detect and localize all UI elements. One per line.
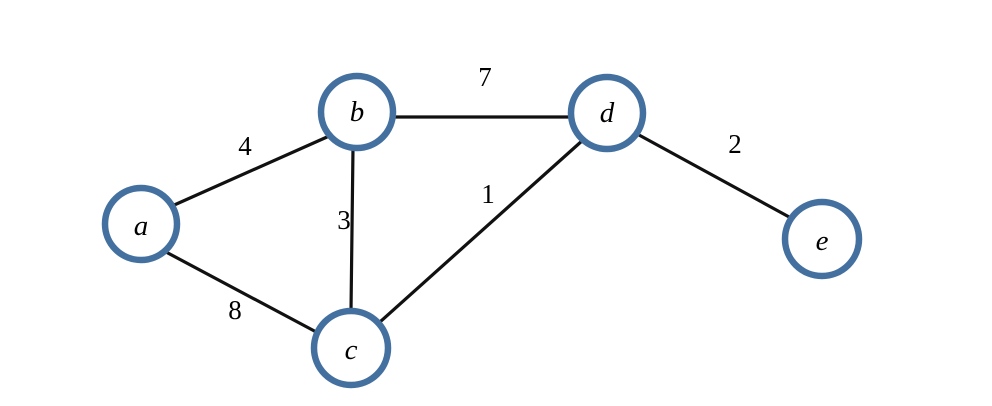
node-label-d: d xyxy=(600,97,615,129)
node-label-b: b xyxy=(350,96,365,128)
edge-weight-a-c: 8 xyxy=(228,295,242,325)
edge-weight-b-d: 7 xyxy=(478,62,492,92)
edge-a-b[interactable] xyxy=(170,135,329,208)
node-d[interactable] xyxy=(567,73,647,153)
node-a[interactable] xyxy=(101,184,181,264)
node-e[interactable] xyxy=(781,198,863,280)
node-label-c: c xyxy=(345,334,358,366)
node-c[interactable] xyxy=(310,307,392,389)
edge-weight-d-e: 2 xyxy=(728,129,742,159)
node-b[interactable] xyxy=(317,72,397,152)
edge-weight-a-b: 4 xyxy=(238,131,252,161)
edge-weight-b-c: 3 xyxy=(337,205,351,235)
edge-b-c[interactable] xyxy=(349,146,355,313)
node-label-e: e xyxy=(816,225,829,257)
node-labels-layer: a b c d e xyxy=(134,96,829,366)
node-label-a: a xyxy=(134,210,149,242)
edge-c-d[interactable] xyxy=(379,138,585,323)
edge-weight-c-d: 1 xyxy=(481,179,495,209)
nodes-layer xyxy=(101,72,863,389)
edge-weights-layer: 4 7 3 1 8 2 xyxy=(228,62,742,325)
edges-layer xyxy=(164,115,793,336)
edge-a-c[interactable] xyxy=(164,250,322,336)
edge-d-e[interactable] xyxy=(637,133,793,220)
